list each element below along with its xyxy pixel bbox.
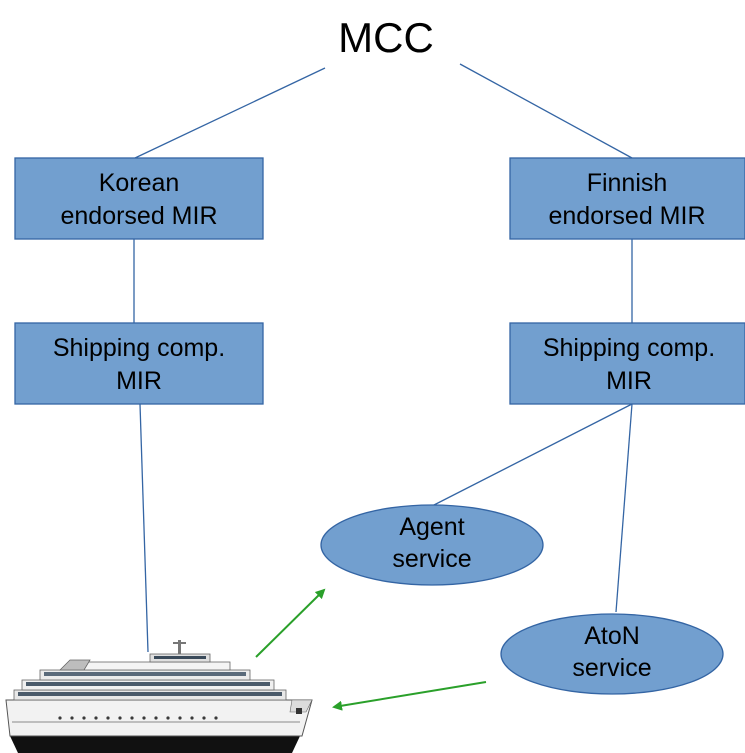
korean-mir-box: Korean endorsed MIR [14, 157, 264, 240]
arrow-aton-to-ship [332, 681, 487, 711]
agent-service-line2: service [392, 545, 471, 573]
agent-service-node: Agent service [320, 504, 544, 586]
korean-mir-line2: endorsed MIR [60, 202, 217, 230]
line-mcc-korean [134, 67, 326, 159]
aton-service-line1: AtoN [584, 622, 640, 650]
line-kshipping-ship [139, 403, 149, 653]
korean-shipping-line2: MIR [116, 367, 162, 395]
connector-lines [133, 63, 633, 653]
mcc-title: MCC [338, 14, 434, 61]
line-fshipping-agent [431, 403, 633, 507]
message-arrows [255, 588, 487, 711]
korean-shipping-mir-box: Shipping comp. MIR [14, 322, 264, 405]
korean-mir-line1: Korean [99, 169, 180, 197]
finnish-mir-line2: endorsed MIR [548, 202, 705, 230]
line-mcc-finnish [459, 63, 633, 159]
cruise-ship-icon [5, 640, 313, 753]
finnish-shipping-line2: MIR [606, 367, 652, 395]
agent-service-line1: Agent [399, 513, 464, 541]
finnish-mir-box: Finnish endorsed MIR [509, 157, 745, 240]
aton-service-line2: service [572, 654, 651, 682]
finnish-mir-line1: Finnish [587, 169, 668, 197]
finnish-shipping-line1: Shipping comp. [543, 334, 715, 362]
finnish-shipping-mir-box: Shipping comp. MIR [509, 322, 745, 405]
line-fshipping-aton [615, 403, 633, 613]
korean-shipping-line1: Shipping comp. [53, 334, 225, 362]
aton-service-node: AtoN service [500, 613, 724, 695]
arrow-ship-to-agent [255, 588, 326, 658]
